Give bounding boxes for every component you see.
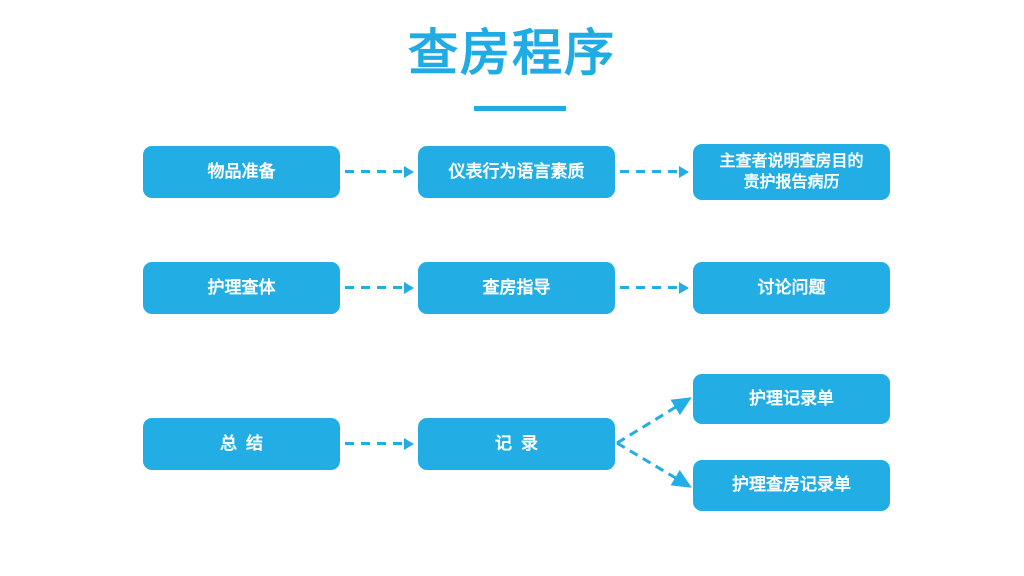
node-label: 物品准备 bbox=[207, 161, 276, 181]
node-chafang-zhidao[interactable]: 查房指导 bbox=[418, 262, 615, 314]
node-label: 护理记录单 bbox=[749, 388, 834, 408]
node-zongjie[interactable]: 总结 bbox=[143, 418, 340, 470]
node-zhuchazhe-shuoming[interactable]: 主查者说明查房目的 责护报告病历 bbox=[693, 144, 890, 200]
node-taolun-wenti[interactable]: 讨论问题 bbox=[693, 262, 890, 314]
node-huli-chati[interactable]: 护理查体 bbox=[143, 262, 340, 314]
node-label: 查房指导 bbox=[482, 277, 551, 297]
connector-row1-1 bbox=[345, 170, 403, 173]
connector-row2-1 bbox=[345, 286, 403, 289]
arrowhead-row1-1-icon bbox=[404, 166, 414, 178]
title-underline-rule bbox=[474, 106, 566, 111]
node-label: 主查者说明查房目的 责护报告病历 bbox=[719, 152, 864, 191]
arrow-branch-down-icon bbox=[616, 441, 692, 488]
arrowhead-row2-2-icon bbox=[679, 282, 689, 294]
node-label: 记录 bbox=[495, 433, 547, 453]
connector-row1-2 bbox=[620, 170, 678, 173]
connector-row3-1 bbox=[345, 442, 403, 445]
arrow-branch-up-icon bbox=[616, 397, 692, 445]
node-huli-jiludan[interactable]: 护理记录单 bbox=[693, 374, 890, 424]
arrowhead-row1-2-icon bbox=[679, 166, 689, 178]
page-title: 查房程序 bbox=[408, 25, 616, 81]
node-huli-chafang-jiludan[interactable]: 护理查房记录单 bbox=[693, 460, 890, 511]
arrowhead-row2-1-icon bbox=[404, 282, 414, 294]
node-label: 总结 bbox=[220, 433, 272, 453]
branch-connectors bbox=[616, 397, 692, 488]
node-label: 仪表行为语言素质 bbox=[448, 161, 585, 181]
node-wupin-zhunbei[interactable]: 物品准备 bbox=[143, 146, 340, 198]
node-label: 护理查房记录单 bbox=[732, 475, 851, 495]
connector-row2-2 bbox=[620, 286, 678, 289]
node-label: 讨论问题 bbox=[757, 277, 826, 297]
arrowhead-row3-1-icon bbox=[404, 438, 414, 450]
node-jilu[interactable]: 记录 bbox=[418, 418, 615, 470]
node-label: 护理查体 bbox=[207, 277, 276, 297]
node-yibiao-xingwei[interactable]: 仪表行为语言素质 bbox=[418, 146, 615, 198]
